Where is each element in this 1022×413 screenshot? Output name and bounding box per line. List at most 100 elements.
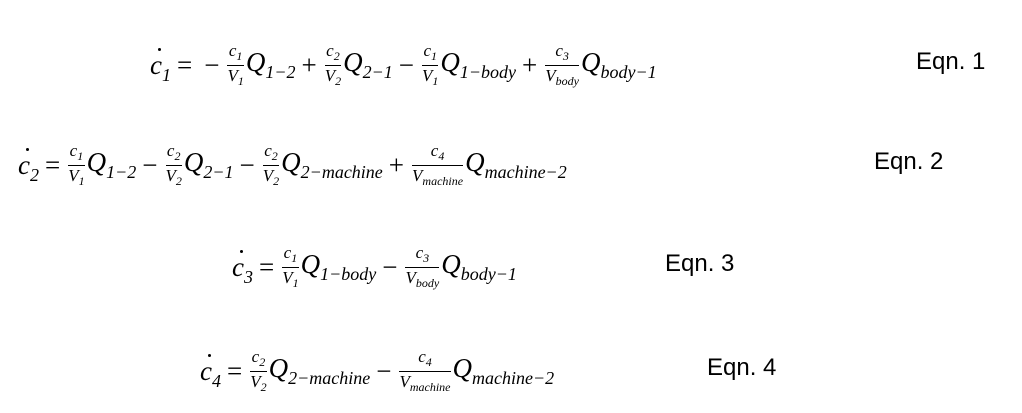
fraction-bar xyxy=(250,370,267,372)
denominator: Vmachine xyxy=(399,371,450,394)
flow-term-subscript: 1−body xyxy=(459,62,517,82)
operator: − xyxy=(142,149,158,180)
numerator-base: c xyxy=(283,243,292,263)
flow-term-subscript: 2−machine xyxy=(300,162,383,182)
denominator: Vbody xyxy=(545,65,579,88)
numerator-base: c xyxy=(69,141,78,161)
denominator-base: V xyxy=(399,371,410,391)
numerator-base: c xyxy=(418,347,426,367)
equation-lhs: c4 xyxy=(200,350,221,392)
flow-term: Q1−body xyxy=(301,249,377,285)
numerator-subscript: 2 xyxy=(259,355,266,370)
flow-term-base: Q xyxy=(86,147,107,177)
flow-term-base: Q xyxy=(245,47,266,77)
concentration-rate: c4 xyxy=(200,356,221,391)
denominator-base: V xyxy=(68,165,79,185)
time-derivative-dot-icon xyxy=(208,354,211,357)
flow-term-base: Q xyxy=(281,147,301,177)
numerator: c1 xyxy=(229,41,243,64)
flow-term-base: Q xyxy=(441,249,461,279)
denominator: V2 xyxy=(324,65,341,88)
denominator-subscript: 2 xyxy=(260,379,267,394)
numerator: c2 xyxy=(167,141,181,164)
denominator-base: V xyxy=(412,165,423,185)
denominator-subscript: 1 xyxy=(292,275,299,290)
concentration-rate-subscript: 2 xyxy=(29,165,39,185)
denominator-base: V xyxy=(282,267,293,287)
numerator-subscript: 2 xyxy=(174,149,181,164)
denominator: V1 xyxy=(227,65,243,88)
numerator-base: c xyxy=(251,347,260,367)
equation-lhs: c3 xyxy=(232,246,253,288)
flow-term: Q2−1 xyxy=(184,147,234,183)
numerator: c3 xyxy=(555,41,569,63)
flow-term-subscript: body−1 xyxy=(460,264,517,284)
numerator: c4 xyxy=(418,347,432,369)
concentration-rate-base: c xyxy=(18,150,30,180)
fraction-bar xyxy=(399,370,451,372)
denominator-subscript: body xyxy=(415,275,440,290)
concentration-rate-base: c xyxy=(200,356,212,386)
concentration-rate-base: c xyxy=(232,252,244,282)
denominator-subscript: 2 xyxy=(273,173,280,188)
concentration-rate: c2 xyxy=(18,150,39,185)
flow-term-subscript: 2−1 xyxy=(362,62,393,82)
numerator-subscript: 1 xyxy=(236,49,243,64)
numerator-subscript: 1 xyxy=(77,149,84,164)
denominator-subscript: 1 xyxy=(432,73,439,88)
concentration-rate: c1 xyxy=(150,50,171,85)
operator: − xyxy=(398,49,415,80)
denominator-base: V xyxy=(324,65,336,85)
denominator-subscript: 2 xyxy=(175,173,182,188)
flow-term-subscript: body−1 xyxy=(600,62,657,82)
equals-sign: = xyxy=(176,49,193,80)
denominator: V2 xyxy=(263,166,280,188)
fraction-bar xyxy=(324,64,342,66)
fraction-bar xyxy=(422,64,439,66)
fraction-bar xyxy=(262,164,280,166)
denominator-base: V xyxy=(405,267,416,287)
numerator-subscript: 1 xyxy=(430,49,437,64)
numerator: c2 xyxy=(264,141,278,163)
concentration-rate-subscript: 4 xyxy=(211,371,221,391)
flow-term-base: Q xyxy=(300,249,321,279)
flow-term-base: Q xyxy=(343,47,363,77)
flow-term-subscript: machine−2 xyxy=(484,162,567,182)
flow-term-subscript: 1−2 xyxy=(106,162,137,182)
denominator: V1 xyxy=(282,267,299,290)
denominator-subscript: machine xyxy=(422,173,464,188)
denominator: Vmachine xyxy=(412,165,464,188)
flow-term-base: Q xyxy=(440,47,460,77)
numerator-subscript: 1 xyxy=(291,251,298,266)
denominator: V1 xyxy=(422,66,439,88)
flow-term-subscript: 1−body xyxy=(320,264,377,284)
denominator-base: V xyxy=(165,165,176,185)
numerator-base: c xyxy=(326,41,334,61)
equals-sign: = xyxy=(226,355,243,386)
concentration-rate: c3 xyxy=(232,252,253,287)
operator: + xyxy=(388,149,405,180)
equation-label: Eqn. 3 xyxy=(665,250,735,277)
flow-term-subscript: 1−2 xyxy=(265,62,296,82)
numerator: c2 xyxy=(251,347,266,370)
fraction-bar xyxy=(545,64,579,66)
concentration-rate-base: c xyxy=(150,50,162,80)
fraction-bar xyxy=(405,266,440,268)
denominator: V2 xyxy=(165,165,182,188)
denominator-base: V xyxy=(545,65,556,85)
denominator-subscript: body xyxy=(555,73,579,88)
numerator-base: c xyxy=(423,41,431,61)
denominator-base: V xyxy=(227,65,238,85)
operator: − xyxy=(382,251,398,282)
flow-term: Q2−machine xyxy=(269,353,371,389)
numerator: c1 xyxy=(69,141,84,164)
denominator-base: V xyxy=(250,371,261,391)
